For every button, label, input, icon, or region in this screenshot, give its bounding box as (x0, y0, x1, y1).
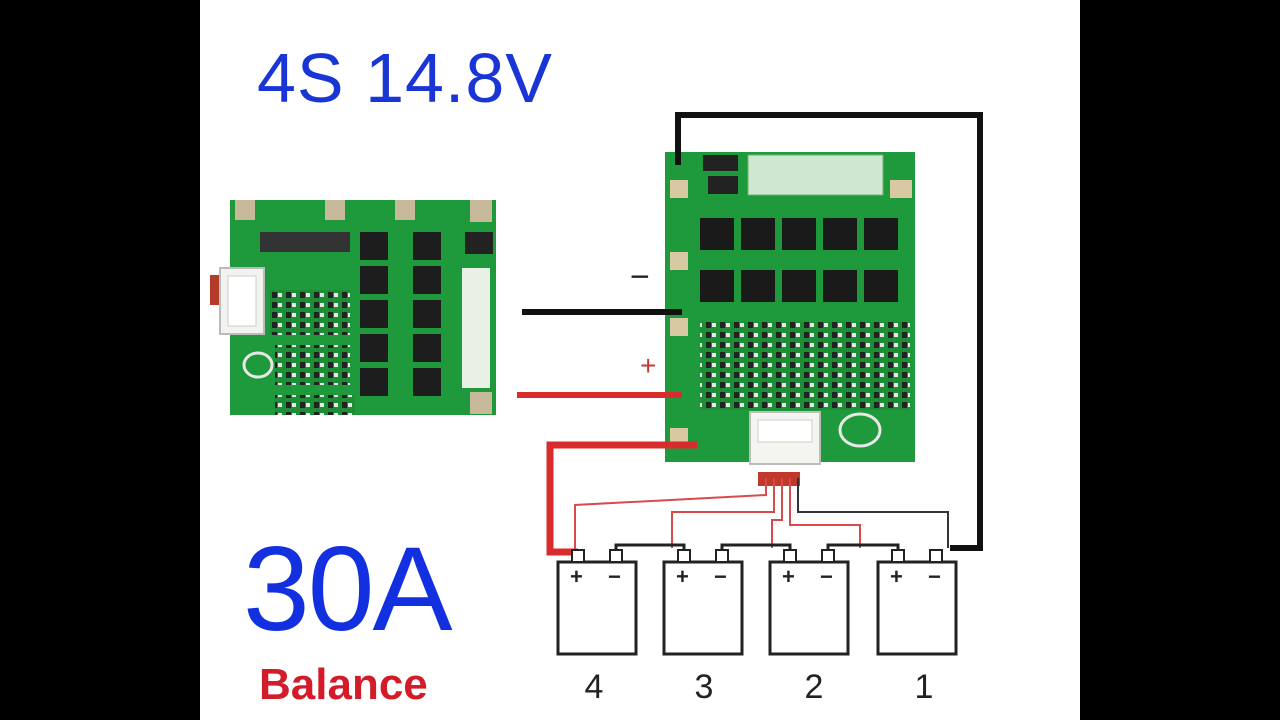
diagram-canvas: + − + − + − + − 4S 14.8V 30A Balance − +… (200, 0, 1080, 720)
battery-cell-4 (556, 549, 638, 656)
battery-1-plus-mark: + (890, 564, 903, 589)
bms-board-thumbnail (210, 198, 496, 418)
bms-board-main (662, 150, 917, 486)
battery-number-2: 2 (804, 668, 824, 706)
battery-4-minus-mark: − (608, 564, 621, 589)
wiring-diagram: + − + − + − + − (210, 112, 983, 656)
battery-2-minus-mark: − (820, 564, 833, 589)
battery-3-plus-mark: + (676, 564, 689, 589)
positive-terminal-mark: + (640, 350, 657, 381)
battery-number-1: 1 (914, 668, 934, 706)
balance-label: Balance (259, 660, 428, 709)
battery-1-minus-mark: − (928, 564, 941, 589)
current-rating: 30A (243, 522, 453, 656)
battery-number-3: 3 (694, 668, 714, 706)
voltage-title: 4S 14.8V (257, 39, 553, 117)
negative-terminal-mark: − (630, 258, 650, 296)
battery-4-plus-mark: + (570, 564, 583, 589)
battery-cell-2 (768, 549, 850, 656)
battery-3-minus-mark: − (714, 564, 727, 589)
battery-2-plus-mark: + (782, 564, 795, 589)
battery-number-4: 4 (584, 668, 604, 706)
